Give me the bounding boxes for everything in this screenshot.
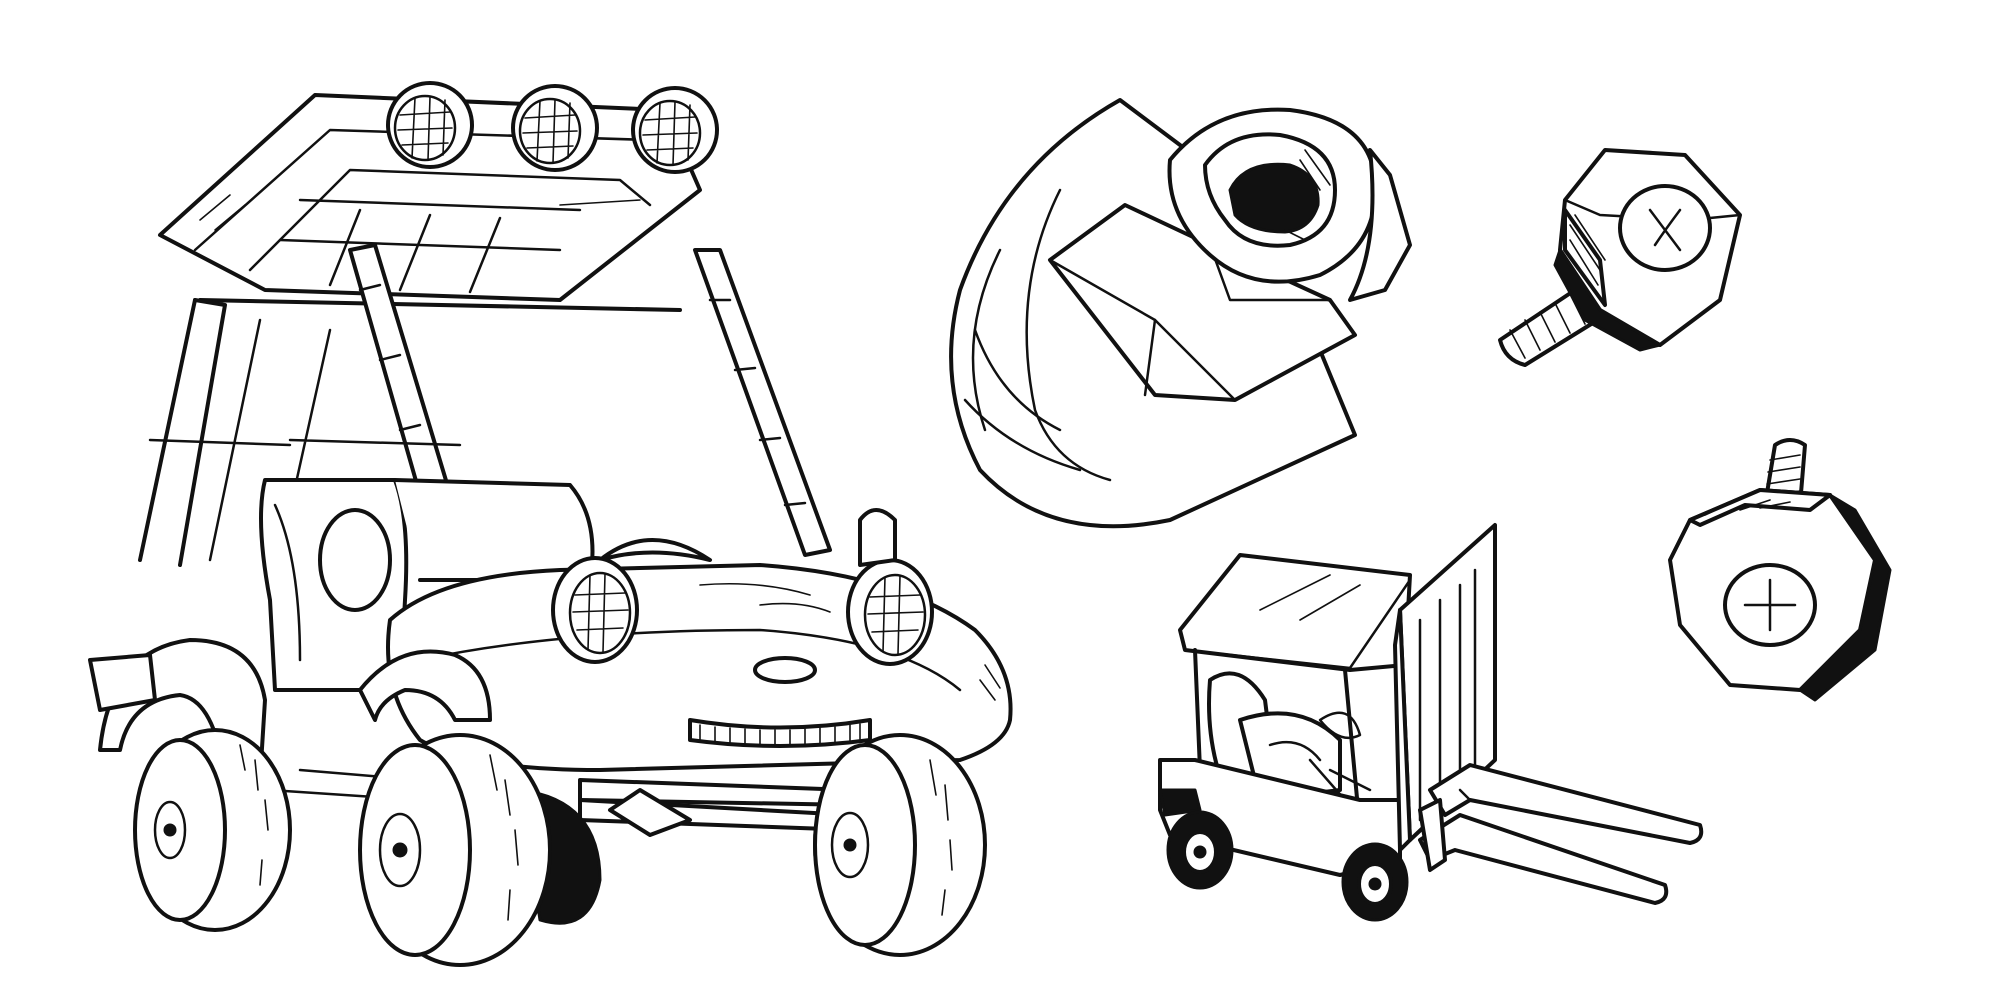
buggy-wheel-rear xyxy=(133,728,292,932)
buggy-rear-flap xyxy=(88,653,157,712)
hex-bolt-icon xyxy=(1668,438,1892,702)
buggy-steering-wheel xyxy=(598,538,712,562)
buggy-wheel-front-left xyxy=(358,733,602,967)
buggy-headlights xyxy=(551,508,934,666)
buggy-wheel-front-right xyxy=(813,733,987,957)
forklift-icon xyxy=(1158,523,1704,922)
buggy-roof-lights xyxy=(386,81,719,174)
buggy-seat xyxy=(259,478,595,692)
hex-bolt-icon xyxy=(1498,148,1742,367)
buggy-front-fender xyxy=(358,649,492,722)
buggy-icon xyxy=(88,81,1013,967)
drill-chuck-icon xyxy=(949,98,1412,529)
